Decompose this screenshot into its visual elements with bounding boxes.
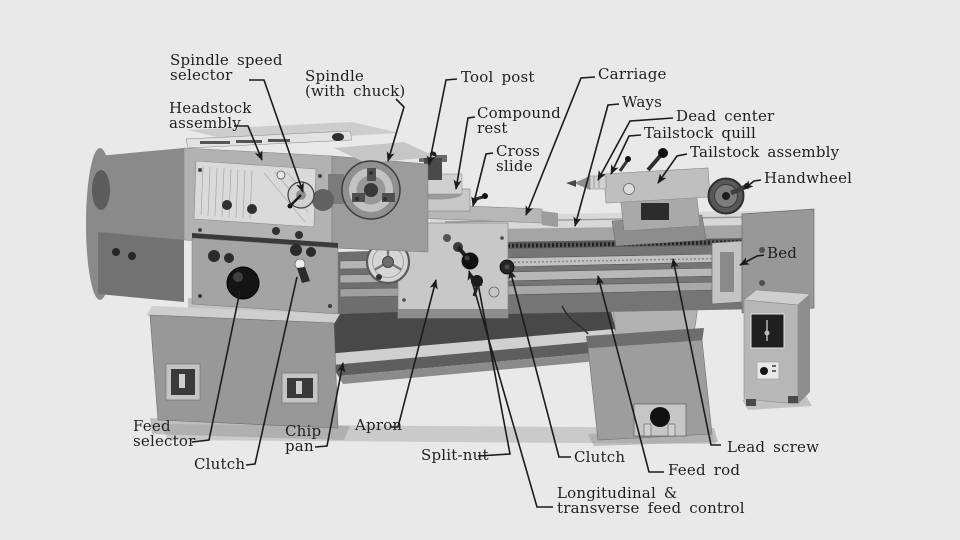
longitudinal-transverse-feed-control-label: Longitudinal &transverse feed control [557,484,745,517]
spindle-with-chuck-label: Spindle(with chuck) [305,67,406,100]
electrical-box [743,289,811,406]
lead-screw-label: Lead screw [727,438,820,456]
tailstock-assembly-label: Tailstock assembly [690,143,840,161]
tailstock-quill-leader [610,134,642,175]
data-plate [193,160,317,228]
tailstock-assembly-leader [657,153,688,184]
dial-rear [312,189,334,211]
dead-center-label: Dead center [676,107,775,125]
gearbox [191,233,339,315]
tool-post-label: Tool post [461,68,535,86]
wire [561,305,589,335]
split-nut-label: Split-nut [421,446,489,464]
feed-selector-leader [191,290,241,443]
apron-label: Apron [355,416,403,434]
clutch-left-label: Clutch [194,455,246,473]
lead-screw-leader [670,258,721,446]
clutch-right-label: Clutch [574,448,626,466]
tailstock-quill-label: Tailstock quill [644,124,757,142]
carriage-leader [525,76,596,216]
feed-rod-leader [596,275,664,473]
ways-label: Ways [622,93,663,111]
compound-rest-leader [453,116,476,190]
carriage-label: Carriage [598,65,667,83]
headstock [86,122,436,315]
bed-label: Bed [767,244,798,262]
split-nut-leader [474,277,511,457]
cross-slide-leader [471,152,494,207]
handwheel-leader [743,179,762,190]
longitudinal-transverse-feed-control-leader [467,270,553,508]
left-leg [146,306,340,429]
dead-center-leader [597,117,674,181]
tool-post-leader [426,78,458,166]
headstock-assembly-leader [234,125,263,161]
bed-end [741,208,815,314]
chuck [341,160,401,220]
ways-leader [573,103,620,227]
clutch-left-leader [245,276,298,466]
spindle-with-chuck-leader [386,98,405,162]
chip-pan-leader [314,362,346,448]
spindle-speed-selector-leader [249,79,304,193]
bed-leader [739,254,765,266]
handwheel-label: Handwheel [764,169,853,187]
feed-rod-label: Feed rod [668,461,741,479]
power-button [760,367,768,375]
apron-leader [390,279,438,428]
clutch-right-leader [508,269,571,458]
